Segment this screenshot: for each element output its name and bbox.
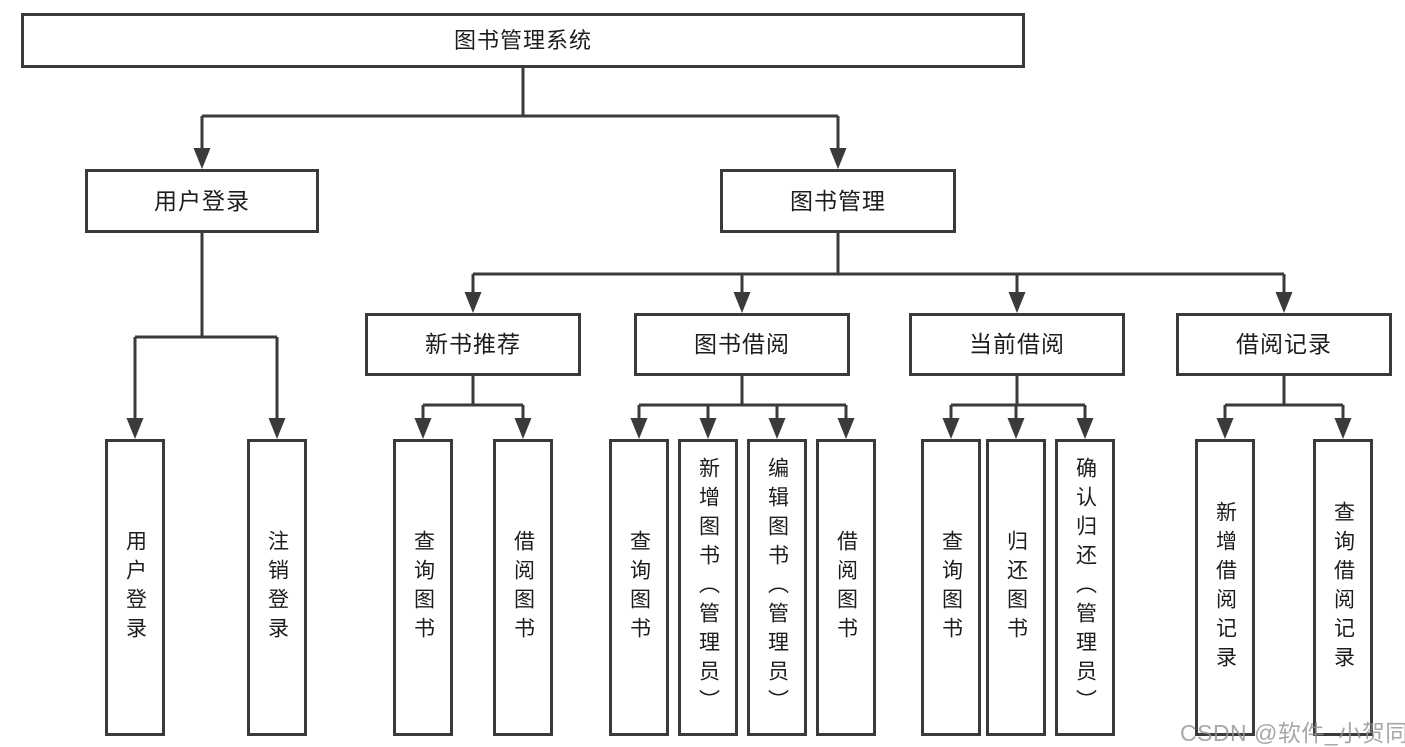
node-book-mgmt: 图书管理 xyxy=(720,169,956,233)
node-leaf-user-login: 用户登录 xyxy=(105,439,165,736)
node-borrow-record: 借阅记录 xyxy=(1176,313,1392,376)
node-cb-confirm-return: 确认归还（管理员） xyxy=(1055,439,1115,736)
node-br-query-record: 查询借阅记录 xyxy=(1313,439,1373,736)
node-user-login: 用户登录 xyxy=(85,169,319,233)
node-nb-borrow-book: 借阅图书 xyxy=(493,439,553,736)
node-leaf-logout: 注销登录 xyxy=(247,439,307,736)
node-cb-query-book: 查询图书 xyxy=(921,439,981,736)
node-root: 图书管理系统 xyxy=(21,13,1025,68)
node-nb-query-book: 查询图书 xyxy=(393,439,453,736)
node-bb-borrow-book: 借阅图书 xyxy=(816,439,876,736)
node-bb-edit-book: 编辑图书（管理员） xyxy=(747,439,807,736)
node-cb-return-book: 归还图书 xyxy=(986,439,1046,736)
node-new-book-rec: 新书推荐 xyxy=(365,313,581,376)
node-current-borrow: 当前借阅 xyxy=(909,313,1125,376)
node-book-borrow: 图书借阅 xyxy=(634,313,850,376)
node-bb-add-book: 新增图书（管理员） xyxy=(678,439,738,736)
node-bb-query-book: 查询图书 xyxy=(609,439,669,736)
node-br-add-record: 新增借阅记录 xyxy=(1195,439,1255,736)
